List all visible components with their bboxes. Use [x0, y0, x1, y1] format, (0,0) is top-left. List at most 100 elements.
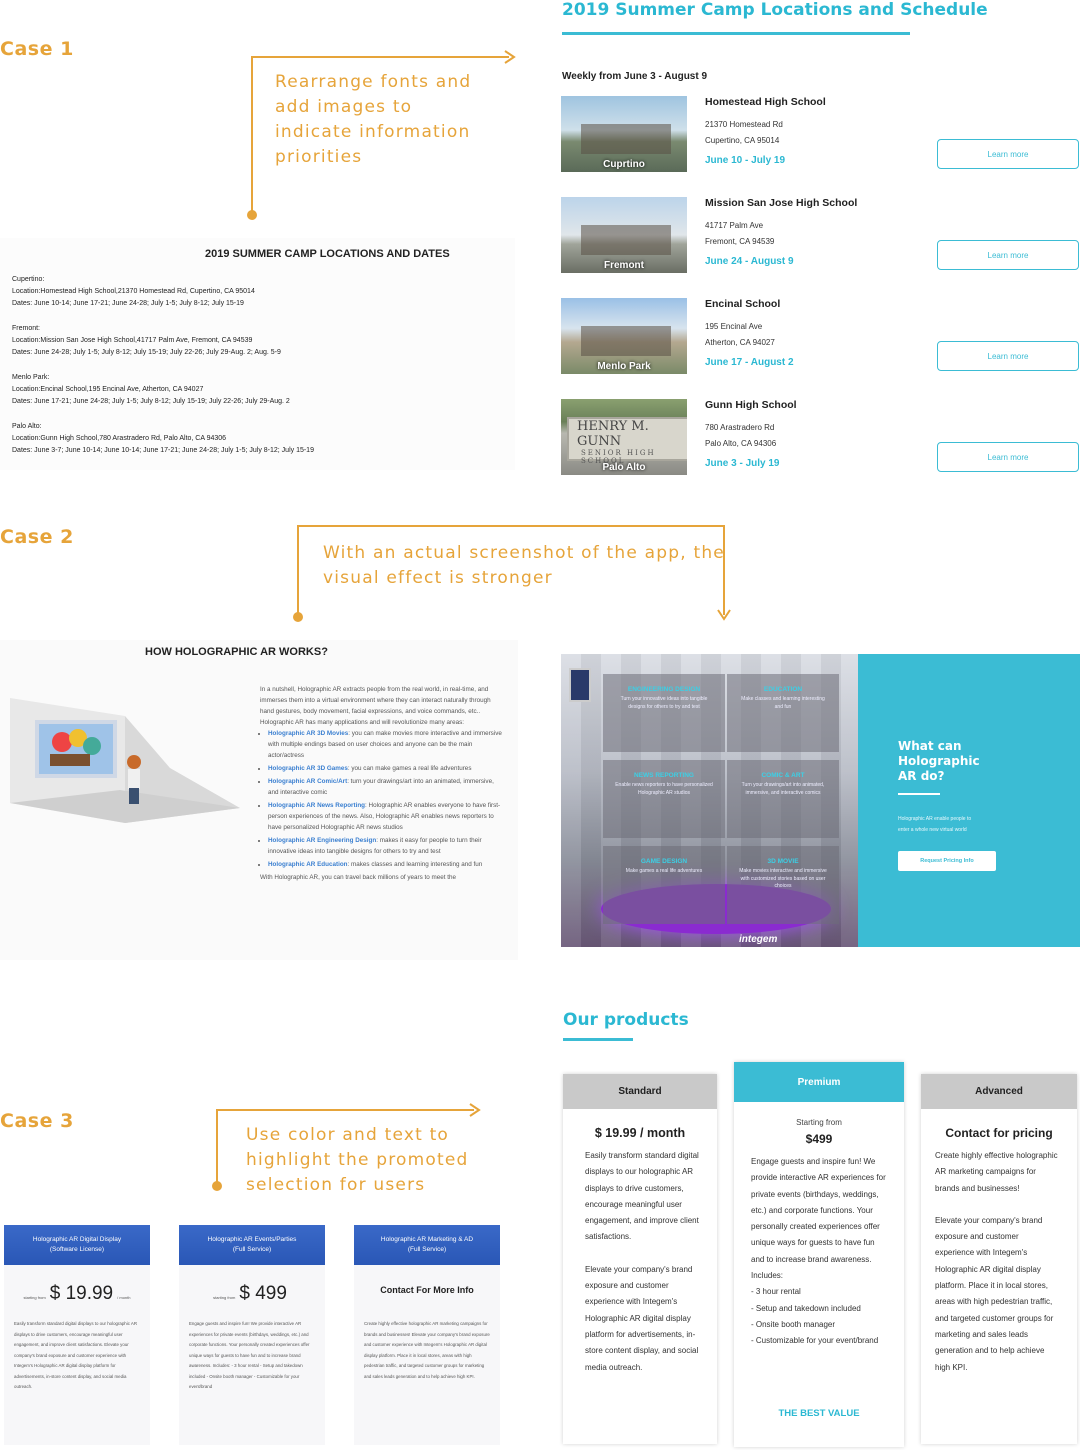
application-name[interactable]: Holographic AR Education: [268, 861, 348, 868]
title-line: What can: [898, 739, 962, 753]
note-line: Rearrange fonts and: [275, 72, 472, 92]
application-item: Holographic AR 3D Games: you can make ga…: [268, 763, 505, 774]
what-can-panel: What can Holographic AR do? Holographic …: [858, 654, 1080, 947]
old-schedule-title: 2019 SUMMER CAMP LOCATIONS AND DATES: [205, 248, 450, 260]
school-name: Mission San Jose High School: [705, 197, 858, 209]
note-line: visual effect is stronger: [323, 568, 553, 588]
desc-line: Holographic AR enable people to: [898, 816, 972, 822]
learn-more-button[interactable]: Learn more: [937, 341, 1079, 371]
header-line: Holographic AR Events/Parties: [207, 1236, 297, 1243]
request-pricing-button[interactable]: Request Pricing Info: [898, 851, 996, 871]
old-schedule-block: Fremont: Location:Mission San Jose High S…: [12, 323, 512, 359]
product-card-advanced[interactable]: Advanced Contact for pricing Create high…: [921, 1074, 1077, 1444]
learn-more-button[interactable]: Learn more: [937, 139, 1079, 169]
dates-prefix: Dates:: [12, 398, 33, 405]
old-schedule-block: Palo Alto:Location:Gunn High School,780 …: [12, 421, 512, 457]
application-desc: : you can make movies more interactive a…: [268, 730, 502, 759]
card-header: Premium: [734, 1062, 904, 1102]
product-card-premium[interactable]: Premium Starting from $499 Engage guests…: [734, 1062, 904, 1447]
case-1-note: Rearrange fonts and add images to indica…: [275, 70, 471, 170]
price-suffix: / month: [117, 1295, 131, 1300]
connector-line: [297, 525, 725, 527]
old-card-body: Engage guests and inspire fun! We provid…: [189, 1321, 310, 1389]
location-line: Location:Gunn High School,780 Arastrader…: [12, 433, 512, 445]
products-title-underline: [563, 1038, 633, 1041]
new-schedule-subtitle: Weekly from June 3 - August 9: [562, 71, 708, 82]
school-address: ,21370 Homestead Rd, Cupertino, CA 95014: [115, 288, 255, 295]
location-photo: Cuprtino: [561, 96, 687, 172]
address-line: Cupertino, CA 95014: [705, 136, 780, 145]
tile-desc: Make classes and learning interesting an…: [741, 696, 825, 710]
product-card-standard[interactable]: Standard $ 19.99 / month Easily transfor…: [563, 1074, 717, 1444]
card-body: Engage guests and inspire fun! We provid…: [734, 1146, 904, 1360]
dates-line: Dates: June 10-14; June 17-21; June 24-2…: [12, 298, 512, 310]
application-desc: : makes classes and learning interesting…: [347, 861, 483, 868]
application-name[interactable]: Holographic AR Comic/Art: [268, 778, 348, 785]
school-name: Encinal School: [705, 298, 781, 310]
city-label: Fremont:: [12, 325, 41, 332]
location-line: Location:Mission San Jose High School,41…: [12, 335, 512, 347]
card-list-item: - Customizable for your event/brand: [751, 1336, 879, 1346]
location-photo: Fremont: [561, 197, 687, 273]
tile-desc: Enable news reporters to have personaliz…: [615, 782, 713, 796]
note-line: Use color and text to: [246, 1125, 450, 1145]
location-line: Location:Homestead High School,21370 Hom…: [12, 286, 512, 298]
old-schedule-block: Menlo Park:Location:Encinal School,195 E…: [12, 372, 512, 408]
photo-caption: Menlo Park: [597, 361, 651, 372]
tile-title: COMIC & ART: [761, 772, 805, 779]
application-item: Holographic AR 3D Movies: you can make m…: [268, 728, 505, 761]
application-desc: : makes it easy for people to turn their…: [268, 837, 482, 855]
what-can-desc: Holographic AR enable people to enter a …: [898, 814, 971, 836]
intro-text: In a nutshell, Holographic AR extracts p…: [260, 686, 491, 715]
address-line: Palo Alto, CA 94306: [705, 439, 777, 448]
old-card-header: Holographic AR Events/Parties(Full Servi…: [179, 1225, 325, 1265]
learn-more-button[interactable]: Learn more: [937, 442, 1079, 472]
connector-line: [216, 1109, 474, 1111]
how-works-title: HOW HOLOGRAPHIC AR WORKS?: [145, 646, 328, 658]
products-title: Our products: [563, 1010, 689, 1030]
school-name: Encinal School: [40, 386, 87, 393]
photo-caption: Cuprtino: [603, 159, 645, 170]
card-paragraph: Engage guests and inspire fun! We provid…: [751, 1157, 886, 1281]
learn-more-button[interactable]: Learn more: [937, 240, 1079, 270]
sign-line: SENIOR HIGH SCHOOL: [581, 449, 656, 465]
case-2-note: With an actual screenshot of the app, th…: [323, 541, 725, 591]
card-header: Standard: [563, 1074, 717, 1109]
old-product-card[interactable]: Holographic AR Marketing & AD(Full Servi…: [354, 1225, 500, 1445]
integem-logo: integem: [739, 934, 778, 945]
title-line: Holographic: [898, 754, 980, 768]
old-product-card[interactable]: Holographic AR Digital Display(Software …: [4, 1225, 150, 1445]
card-paragraph: Elevate your company's brand exposure an…: [935, 1215, 1054, 1372]
date-range: June 3 - July 19: [705, 458, 780, 469]
application-name[interactable]: Holographic AR News Reporting: [268, 802, 366, 809]
side-screen: [569, 668, 591, 702]
card-paragraph: Elevate your company's brand exposure an…: [585, 1264, 699, 1372]
sign-line: HENRY M. GUNN: [577, 419, 649, 449]
card-paragraph: Easily transform standard digital displa…: [585, 1151, 699, 1242]
school-address: ,780 Arastradero Rd, Palo Alto, CA 94306: [97, 435, 227, 442]
application-item: Holographic AR Education: makes classes …: [268, 859, 505, 870]
application-name[interactable]: Holographic AR 3D Games: [268, 765, 348, 772]
hologram-stage-illustration: [10, 698, 240, 823]
tile-desc: Turn your innovative ideas into tangible…: [620, 696, 708, 710]
application-name[interactable]: Holographic AR Engineering Design: [268, 837, 377, 844]
case-3-label: Case 3: [0, 1110, 74, 1132]
application-name[interactable]: Holographic AR 3D Movies: [268, 730, 349, 737]
date-range: June 10 - July 19: [705, 155, 786, 166]
best-value-label: THE BEST VALUE: [778, 1408, 860, 1419]
case-1-label: Case 1: [0, 38, 74, 60]
school-name: Homestead High School: [705, 96, 826, 108]
tile-desc: Make movies interactive and immersive wi…: [739, 868, 827, 889]
application-desc: : you can make games a real life adventu…: [347, 765, 472, 772]
old-product-card[interactable]: Holographic AR Events/Parties(Full Servi…: [179, 1225, 325, 1445]
dates-list: June 24-28; July 1-5; July 8-12; July 15…: [32, 349, 281, 356]
dates-prefix: Dates:: [12, 300, 33, 307]
